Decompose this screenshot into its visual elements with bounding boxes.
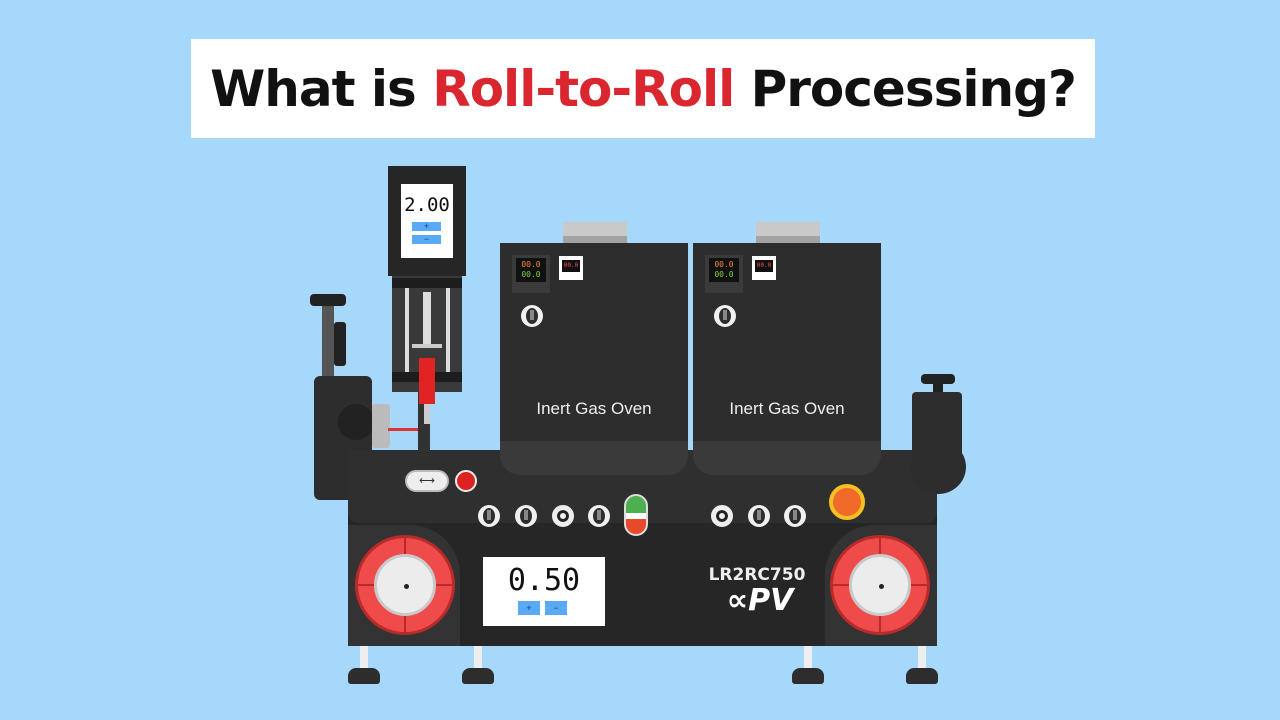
syringe-plunger	[423, 292, 431, 348]
speed-minus-button[interactable]: −	[545, 601, 567, 615]
title-part2: Processing?	[734, 59, 1077, 118]
foot-3	[792, 668, 824, 684]
pump-screen: 2.00 + −	[401, 184, 453, 258]
left-arm-clamp	[334, 322, 346, 366]
port-1[interactable]	[552, 505, 574, 527]
emergency-stop-button[interactable]	[829, 484, 865, 520]
right-housing-round	[910, 440, 966, 494]
pump-plus-button[interactable]: +	[412, 222, 441, 231]
oven-1-gauge: 00.0	[559, 256, 583, 280]
unwind-roller[interactable]	[355, 535, 455, 635]
oven-2-gauge: 00.0	[752, 256, 776, 280]
speed-plus-button[interactable]: +	[518, 601, 540, 615]
switch-2[interactable]	[515, 505, 537, 527]
oven-2-door[interactable]	[693, 441, 881, 475]
pump-minus-button[interactable]: −	[412, 235, 441, 244]
speed-display: 0.50	[507, 563, 581, 598]
switch-3[interactable]	[588, 505, 610, 527]
leg-4	[918, 646, 926, 668]
start-stop-switch[interactable]	[624, 494, 648, 536]
title-highlight: Roll-to-Roll	[432, 59, 735, 118]
pump-rate-display: 2.00	[404, 194, 450, 216]
syringe-rail-right	[446, 288, 450, 372]
oven-1-vent	[563, 222, 627, 243]
feed-tube	[388, 428, 430, 431]
oven-2-temp-top: 00.0	[714, 260, 734, 269]
oven-2-vent	[756, 222, 820, 243]
oven-2-label: Inert Gas Oven	[729, 399, 845, 418]
left-arm-post	[322, 306, 334, 378]
right-knob-top	[921, 374, 955, 384]
oven-1-label: Inert Gas Oven	[536, 399, 652, 418]
switch-4[interactable]	[748, 505, 770, 527]
oven-2-temp-bottom: 00.0	[714, 270, 734, 279]
rewind-roller[interactable]	[830, 535, 930, 635]
leg-3	[804, 646, 812, 668]
left-knob-top	[310, 294, 346, 306]
syringe-barrel-ink	[419, 358, 435, 404]
leg-2	[474, 646, 482, 668]
switch-5[interactable]	[784, 505, 806, 527]
stop-button[interactable]	[455, 470, 477, 492]
foot-4	[906, 668, 938, 684]
syringe-needle	[424, 404, 430, 424]
ossila-pv-logo: ∝PV	[726, 583, 794, 618]
oven-2-gauge-value: 00.0	[755, 260, 773, 272]
oven-1-switch[interactable]	[521, 305, 543, 327]
oven-1-door[interactable]	[500, 441, 688, 475]
feed-roller-icon	[338, 404, 374, 440]
direction-toggle[interactable]: ⟷	[405, 470, 449, 492]
leg-1	[360, 646, 368, 668]
foot-2	[462, 668, 494, 684]
oven-1-gauge-value: 00.0	[562, 260, 580, 272]
title-banner: What is Roll-to-Roll Processing?	[191, 39, 1095, 138]
syringe-flange	[412, 344, 442, 348]
model-label: LR2RC750	[708, 565, 806, 585]
oven-1-temp-top: 00.0	[521, 260, 541, 269]
foot-1	[348, 668, 380, 684]
syringe-rail-left	[405, 288, 409, 372]
syringe-frame-bar-top	[392, 278, 462, 288]
nozzle-block	[372, 404, 390, 448]
right-knob-stem	[933, 384, 943, 394]
port-2[interactable]	[711, 505, 733, 527]
oven-1-temp-bottom: 00.0	[521, 270, 541, 279]
speed-panel: 0.50 + −	[483, 557, 605, 626]
title-part1: What is	[210, 59, 433, 118]
oven-2-switch[interactable]	[714, 305, 736, 327]
switch-1[interactable]	[478, 505, 500, 527]
